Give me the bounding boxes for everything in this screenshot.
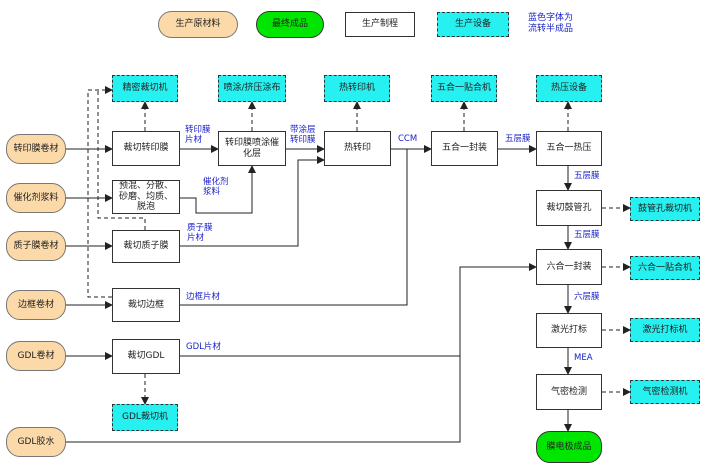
legend-process-label: 生产制程: [361, 19, 398, 30]
process-cut-transfer-film: 裁切转印膜: [112, 131, 180, 166]
process-slurry-prep: 预混、分散、 砂磨、均质、 脱泡: [112, 180, 180, 214]
legend-process: 生产制程: [345, 12, 415, 37]
legend-final-product: 最终成品: [256, 11, 324, 38]
equipment-five-in-one-laminator: 五合一贴合机: [431, 75, 497, 102]
semi-coated-film-line2: 转印膜: [290, 134, 316, 145]
raw-gdl: GDL卷材: [6, 341, 66, 371]
process-cut-drum-hole-label: 裁切鼓管孔: [546, 202, 592, 213]
semi-pem-sheet-line2: 片材: [187, 232, 205, 243]
process-hot-transfer-label: 热转印: [343, 143, 371, 154]
raw-transfer-film: 转印膜卷材: [6, 134, 66, 164]
equipment-five-in-one-laminator-label: 五合一贴合机: [436, 83, 491, 94]
semi-five-layer-a: 五层膜: [505, 134, 531, 144]
raw-catalyst: 催化剂浆料: [6, 183, 66, 213]
semi-catalyst-slurry: 催化剂 浆料: [203, 177, 229, 198]
semi-catalyst-slurry-line1: 催化剂: [203, 177, 229, 187]
process-hot-transfer: 热转印: [324, 131, 391, 166]
semi-mea: MEA: [574, 353, 593, 363]
final-mea-product: 膜电极成品: [536, 431, 602, 463]
process-laser-marking-label: 激光打标: [550, 325, 587, 336]
equipment-leak-tester: 气密检测机: [630, 380, 700, 404]
process-cut-drum-hole: 裁切鼓管孔: [536, 190, 602, 226]
legend-note: 蓝色字体为 流转半成品: [528, 13, 573, 35]
process-five-in-one-press-label: 五合一热压: [546, 143, 592, 154]
process-cut-pem-label: 裁切质子膜: [123, 241, 169, 252]
process-five-in-one-seal: 五合一封装: [431, 131, 498, 166]
process-five-in-one-press: 五合一热压: [536, 131, 602, 166]
process-five-in-one-seal-label: 五合一封装: [441, 143, 487, 154]
semi-five-layer-c: 五层膜: [574, 230, 600, 240]
raw-gdl-label: GDL卷材: [17, 350, 55, 361]
semi-pem-sheet-line1: 质子膜: [187, 223, 213, 233]
semi-transfer-sheet-line2: 片材: [185, 134, 203, 145]
equipment-drum-hole-cutter: 鼓管孔裁切机: [630, 197, 700, 221]
semi-catalyst-slurry-line2: 浆料: [203, 186, 221, 197]
equipment-leak-tester-label: 气密检测机: [642, 386, 688, 397]
legend-final-label: 最终成品: [271, 19, 308, 30]
equipment-spray-coater: 喷涂/挤压涂布: [218, 75, 286, 102]
semi-six-layer: 六层膜: [574, 292, 600, 302]
legend-equipment-label: 生产设备: [454, 19, 491, 30]
semi-five-layer-b: 五层膜: [574, 171, 600, 181]
process-cut-transfer-film-label: 裁切转印膜: [123, 143, 169, 154]
raw-catalyst-label: 催化剂浆料: [13, 192, 59, 203]
semi-pem-sheet: 质子膜 片材: [187, 223, 213, 244]
raw-pem: 质子膜卷材: [6, 231, 66, 261]
process-six-in-one-seal-label: 六合一封装: [546, 261, 592, 272]
semi-coated-film: 带涂层 转印膜: [290, 125, 316, 146]
process-cut-pem: 裁切质子膜: [112, 230, 180, 263]
legend-raw-material: 生产原材料: [158, 11, 238, 38]
equipment-hot-press: 热压设备: [536, 75, 602, 102]
equipment-precision-cutter: 精密裁切机: [112, 75, 178, 102]
process-slurry-prep-line1: 预混、分散、: [118, 181, 173, 192]
equipment-six-in-one-laminator-label: 六合一贴合机: [637, 262, 692, 273]
legend-equipment: 生产设备: [437, 12, 509, 37]
equipment-gdl-cutter: GDL裁切机: [112, 404, 178, 431]
process-spray-coating: 转印膜喷涂催 化层: [218, 131, 286, 166]
process-cut-gdl: 裁切GDL: [112, 339, 180, 374]
raw-transfer-film-label: 转印膜卷材: [13, 143, 59, 154]
process-spray-coating-line1: 转印膜喷涂催: [224, 138, 279, 149]
equipment-drum-hole-cutter-label: 鼓管孔裁切机: [637, 203, 692, 214]
process-slurry-prep-line3: 脱泡: [136, 202, 155, 213]
raw-frame-label: 边框卷材: [17, 299, 54, 310]
process-slurry-prep-line2: 砂磨、均质、: [118, 191, 173, 202]
legend-raw-label: 生产原材料: [175, 19, 221, 30]
equipment-laser-marker: 激光打标机: [630, 318, 700, 342]
equipment-gdl-cutter-label: GDL裁切机: [122, 412, 168, 423]
equipment-hot-transfer-machine-label: 热转印机: [338, 83, 375, 94]
process-spray-coating-line2: 化层: [242, 148, 261, 159]
legend-note-line2: 流转半成品: [528, 23, 574, 34]
equipment-spray-coater-label: 喷涂/挤压涂布: [223, 83, 281, 94]
semi-frame-sheet: 边框片材: [186, 292, 221, 302]
equipment-six-in-one-laminator: 六合一贴合机: [630, 256, 700, 280]
equipment-hot-transfer-machine: 热转印机: [324, 75, 390, 102]
raw-pem-label: 质子膜卷材: [13, 240, 59, 251]
semi-transfer-sheet-line1: 转印膜: [185, 125, 211, 135]
semi-gdl-sheet: GDL片材: [186, 342, 221, 352]
equipment-hot-press-label: 热压设备: [550, 83, 587, 94]
raw-frame: 边框卷材: [6, 290, 66, 320]
legend-note-line1: 蓝色字体为: [528, 13, 574, 23]
equipment-laser-marker-label: 激光打标机: [642, 324, 688, 335]
semi-ccm: CCM: [398, 134, 418, 144]
process-cut-frame-label: 裁切边框: [127, 299, 164, 310]
process-leak-test-label: 气密检测: [550, 386, 587, 397]
equipment-precision-cutter-label: 精密裁切机: [122, 83, 168, 94]
raw-glue-label: GDL胶水: [17, 436, 55, 447]
process-six-in-one-seal: 六合一封装: [536, 249, 602, 285]
semi-transfer-sheet: 转印膜 片材: [185, 125, 211, 146]
semi-coated-film-line1: 带涂层: [290, 125, 316, 135]
raw-glue: GDL胶水: [6, 427, 66, 457]
process-cut-frame: 裁切边框: [112, 288, 180, 322]
final-mea-product-label: 膜电极成品: [546, 441, 592, 452]
process-laser-marking: 激光打标: [536, 313, 602, 348]
process-cut-gdl-label: 裁切GDL: [127, 351, 165, 362]
process-leak-test: 气密检测: [536, 374, 602, 410]
